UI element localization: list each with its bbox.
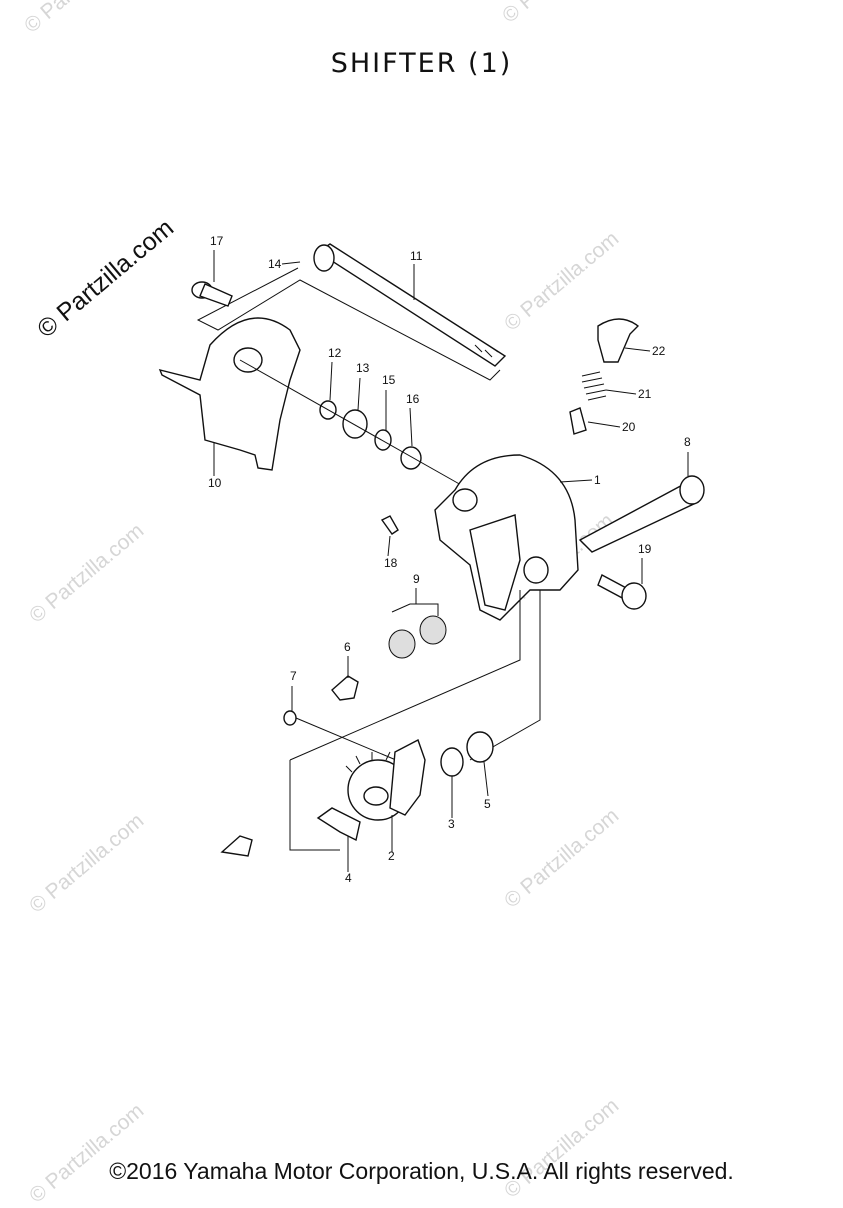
page-title: SHIFTER (1) xyxy=(330,48,513,79)
callout-21: 21 xyxy=(638,387,652,401)
part-9-nut xyxy=(388,629,416,659)
callout-17: 17 xyxy=(210,234,224,248)
leader-line xyxy=(196,267,501,381)
part-9-nut xyxy=(419,615,447,645)
part-2-cam xyxy=(345,739,426,821)
callout-7: 7 xyxy=(290,669,297,683)
part-21-spring xyxy=(581,371,607,401)
copyright-notice: ©2016 Yamaha Motor Corporation, U.S.A. A… xyxy=(109,1158,734,1184)
part-19-screw xyxy=(597,574,647,610)
part-22-plug xyxy=(597,318,640,363)
callout-4: 4 xyxy=(345,871,352,885)
callout-13: 13 xyxy=(356,361,370,375)
part-6-clip xyxy=(331,675,359,701)
part-16-nut xyxy=(400,446,422,470)
part-10-plate xyxy=(158,317,301,471)
callout-9: 9 xyxy=(413,572,420,586)
callout-18: 18 xyxy=(384,556,398,570)
callout-19: 19 xyxy=(638,542,652,556)
callout-11: 11 xyxy=(410,249,423,263)
part-4-clip xyxy=(316,807,361,842)
callout-15: 15 xyxy=(382,373,396,387)
callout-10: 10 xyxy=(208,476,222,490)
part-1-bracket xyxy=(434,454,579,621)
part-17-bolt xyxy=(191,281,233,307)
callout-8: 8 xyxy=(684,435,691,449)
part-18-pin xyxy=(380,515,399,535)
fwd-arrow-icon xyxy=(220,835,253,857)
callout-14: 14 xyxy=(268,257,282,271)
part-20-pin xyxy=(569,407,587,435)
callout-16: 16 xyxy=(406,392,420,406)
part-13-bushing xyxy=(342,409,368,439)
callout-22: 22 xyxy=(652,344,666,358)
callout-5: 5 xyxy=(484,797,491,811)
part-8-bolt xyxy=(578,475,705,553)
callout-3: 3 xyxy=(448,817,455,831)
callout-6: 6 xyxy=(344,640,351,654)
part-15-washer xyxy=(374,429,392,451)
part-5-washer xyxy=(466,731,494,763)
part-11-shaft xyxy=(313,243,507,367)
callout-1: 1 xyxy=(594,473,601,487)
part-3-washer xyxy=(440,747,464,777)
callout-2: 2 xyxy=(388,849,395,863)
part-7-ring xyxy=(283,710,297,726)
callout-12: 12 xyxy=(328,346,342,360)
callout-20: 20 xyxy=(622,420,636,434)
